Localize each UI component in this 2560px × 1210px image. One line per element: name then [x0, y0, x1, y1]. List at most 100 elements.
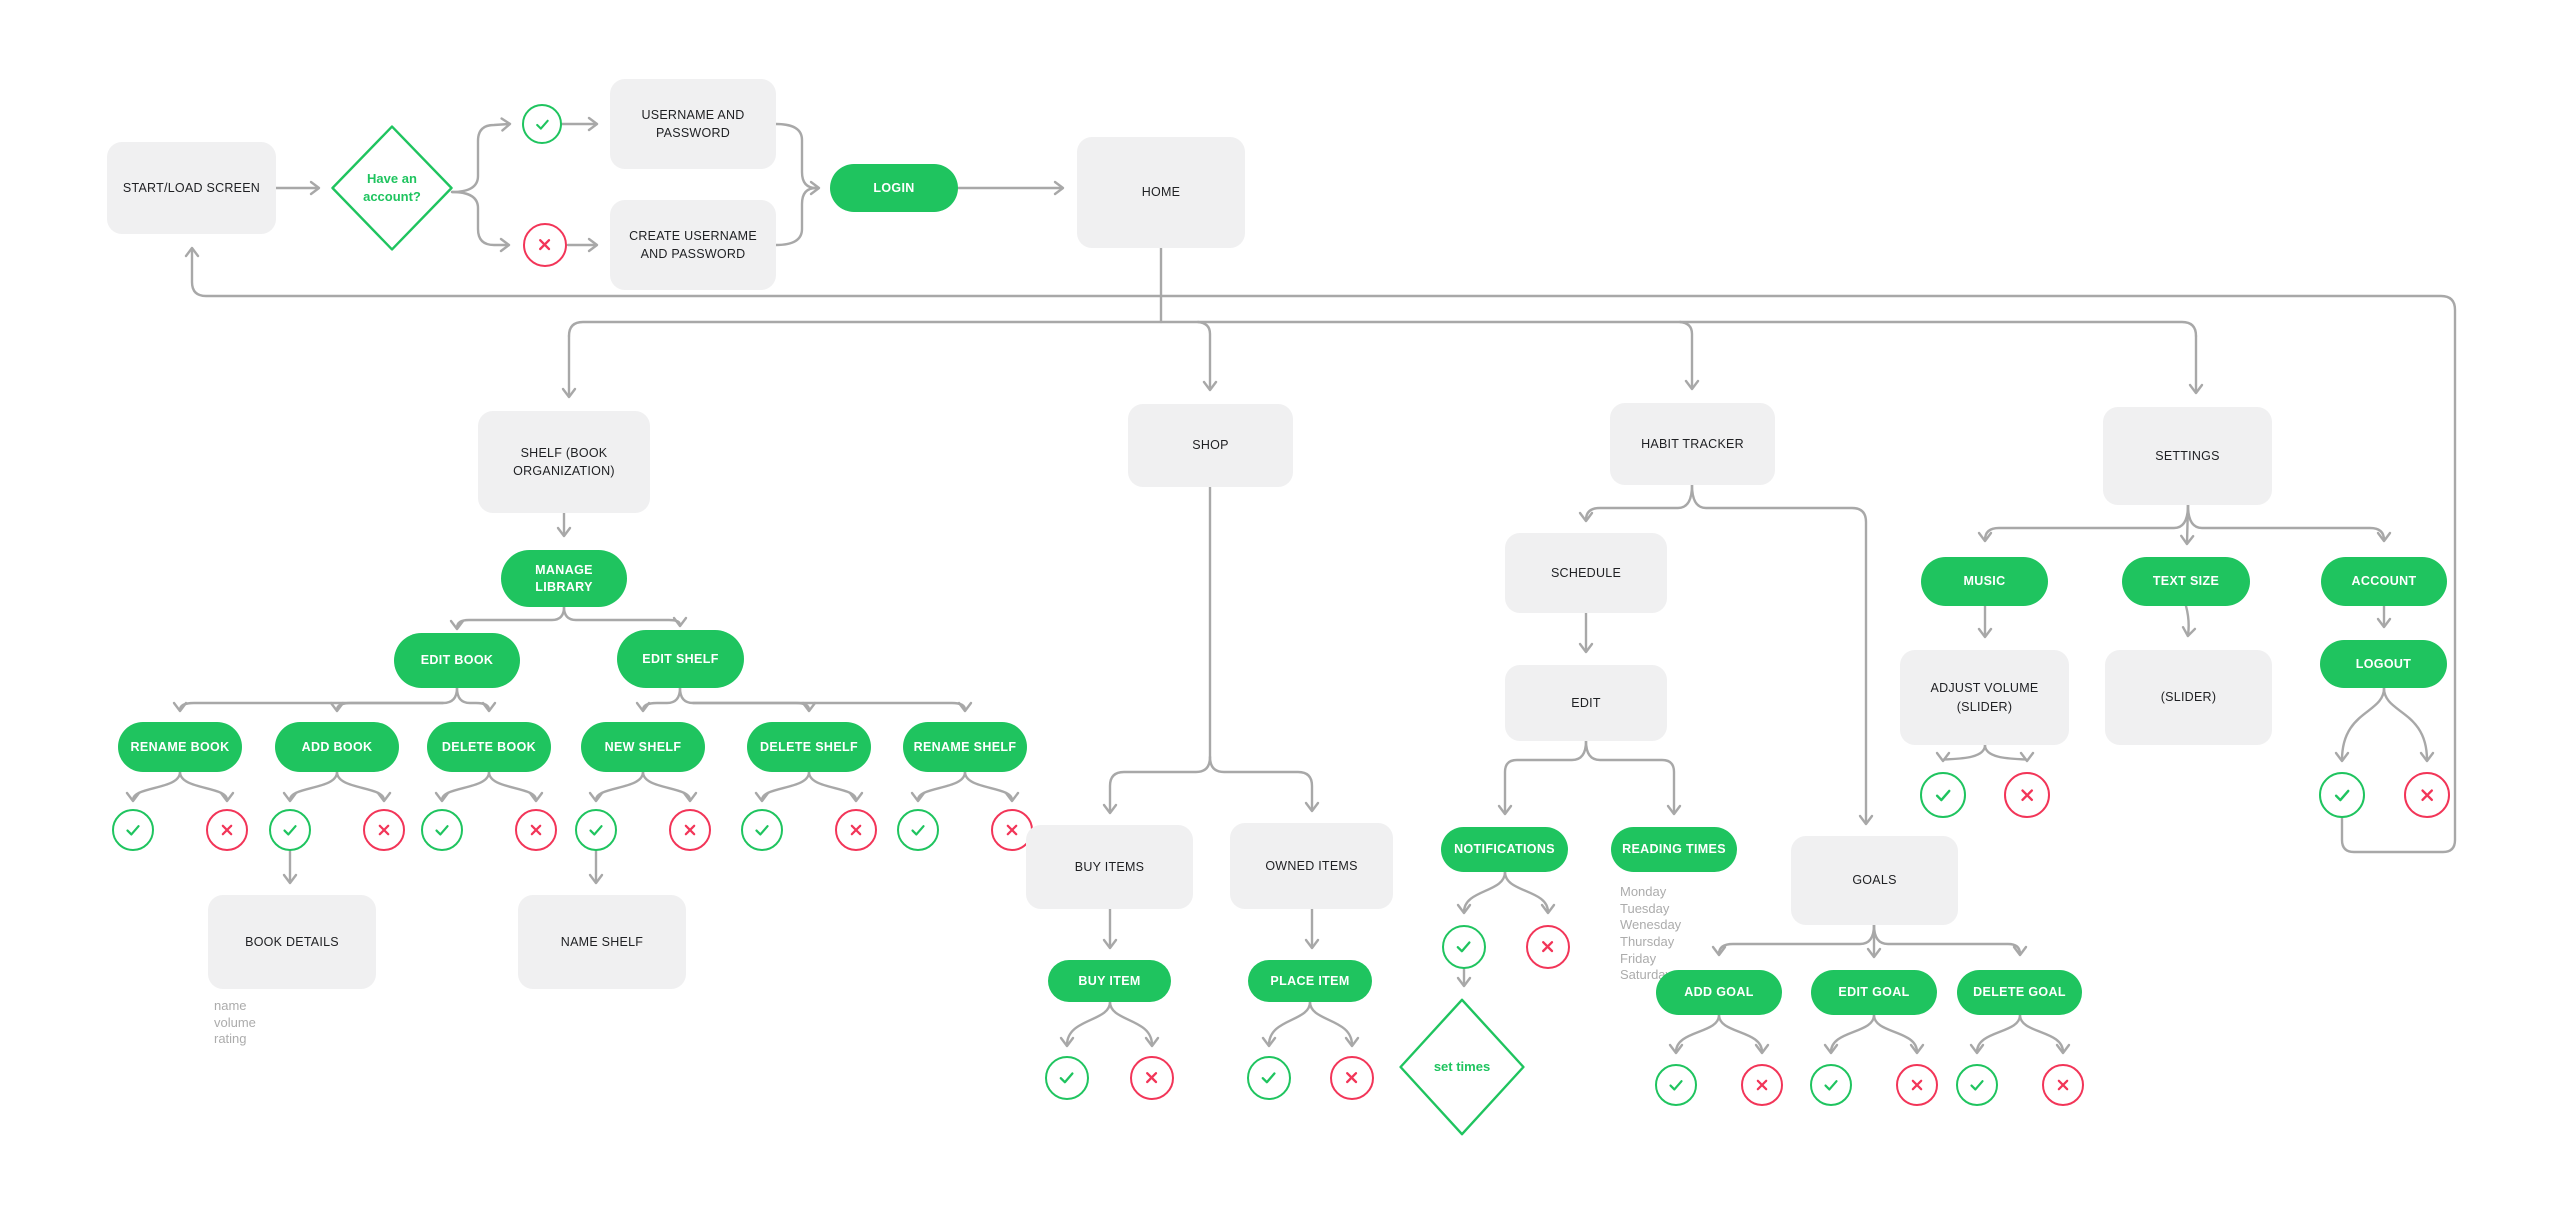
name-shelf-label: NAME SHELF [560, 934, 644, 949]
set-times-decision-label: set times [1433, 1059, 1491, 1075]
book-details[interactable]: BOOK DETAILS [208, 895, 376, 989]
new-shelf-yes-icon[interactable] [575, 809, 617, 851]
rename-book-label: RENAME BOOK [130, 739, 230, 754]
delete-shelf-no-icon[interactable] [835, 809, 877, 851]
schedule-label: SCHEDULE [1550, 565, 1622, 580]
book-details-fields-label: name volume rating [214, 998, 256, 1047]
rename-book-no-icon[interactable] [206, 809, 248, 851]
text-size[interactable]: TEXT SIZE [2122, 557, 2250, 606]
shelf[interactable]: SHELF (BOOK ORGANIZATION) [478, 411, 650, 513]
notifications-label: NOTIFICATIONS [1454, 842, 1555, 857]
add-book-yes-icon[interactable] [269, 809, 311, 851]
home[interactable]: HOME [1077, 137, 1245, 248]
buy-items[interactable]: BUY ITEMS [1026, 825, 1193, 909]
logout-yes-icon[interactable] [2319, 772, 2365, 818]
notifications[interactable]: NOTIFICATIONS [1441, 827, 1568, 872]
rename-shelf-yes-icon[interactable] [897, 809, 939, 851]
notifications-no-icon[interactable] [1526, 925, 1570, 969]
shelf-label: SHELF (BOOK ORGANIZATION) [513, 445, 615, 478]
add-goal-label: ADD GOAL [1684, 985, 1754, 1000]
edit-shelf-label: EDIT SHELF [642, 651, 719, 666]
add-goal-yes-icon[interactable] [1655, 1064, 1697, 1106]
username-password[interactable]: USERNAME AND PASSWORD [610, 79, 776, 169]
new-shelf[interactable]: NEW SHELF [581, 722, 705, 772]
habit-tracker[interactable]: HABIT TRACKER [1610, 403, 1775, 485]
login-label: LOGIN [873, 180, 915, 195]
goals-label: GOALS [1852, 873, 1897, 888]
start-load-screen[interactable]: START/LOAD SCREEN [107, 142, 276, 234]
edit-shelf[interactable]: EDIT SHELF [617, 630, 744, 688]
adjust-volume-yes-icon[interactable] [1920, 772, 1966, 818]
edit-label: EDIT [1571, 695, 1601, 710]
delete-book-no-icon[interactable] [515, 809, 557, 851]
settings[interactable]: SETTINGS [2103, 407, 2272, 505]
edit-goal-label: EDIT GOAL [1838, 985, 1910, 1000]
music-label: MUSIC [1963, 574, 2006, 589]
delete-shelf[interactable]: DELETE SHELF [747, 722, 871, 772]
schedule[interactable]: SCHEDULE [1505, 533, 1667, 613]
have-account-no-icon[interactable] [523, 223, 567, 267]
music[interactable]: MUSIC [1921, 557, 2048, 606]
add-book[interactable]: ADD BOOK [275, 722, 399, 772]
delete-shelf-label: DELETE SHELF [760, 739, 858, 754]
new-shelf-no-icon[interactable] [669, 809, 711, 851]
edit[interactable]: EDIT [1505, 665, 1667, 741]
account[interactable]: ACCOUNT [2321, 557, 2447, 606]
account-label: ACCOUNT [2351, 574, 2417, 589]
add-book-label: ADD BOOK [301, 739, 373, 754]
place-item-yes-icon[interactable] [1247, 1056, 1291, 1100]
manage-library-label: MANAGE LIBRARY [535, 563, 593, 594]
rename-shelf-label: RENAME SHELF [913, 739, 1017, 754]
text-size-slider[interactable]: (SLIDER) [2105, 650, 2272, 745]
shop[interactable]: SHOP [1128, 404, 1293, 487]
delete-book[interactable]: DELETE BOOK [427, 722, 551, 772]
delete-book-yes-icon[interactable] [421, 809, 463, 851]
home-label: HOME [1141, 185, 1181, 200]
adjust-volume[interactable]: ADJUST VOLUME (SLIDER) [1900, 650, 2069, 745]
delete-shelf-yes-icon[interactable] [741, 809, 783, 851]
delete-book-label: DELETE BOOK [441, 739, 537, 754]
buy-item[interactable]: BUY ITEM [1048, 960, 1171, 1002]
edit-goal[interactable]: EDIT GOAL [1811, 970, 1937, 1015]
edit-goal-no-icon[interactable] [1896, 1064, 1938, 1106]
reading-times[interactable]: READING TIMES [1611, 827, 1737, 872]
rename-book-yes-icon[interactable] [112, 809, 154, 851]
logout-label: LOGOUT [2355, 656, 2412, 671]
add-goal[interactable]: ADD GOAL [1656, 970, 1782, 1015]
buy-item-no-icon[interactable] [1130, 1056, 1174, 1100]
book-details-label: BOOK DETAILS [245, 934, 339, 949]
delete-goal[interactable]: DELETE GOAL [1957, 970, 2082, 1015]
text-size-label: TEXT SIZE [2152, 574, 2220, 589]
goals[interactable]: GOALS [1791, 836, 1958, 925]
delete-goal-no-icon[interactable] [2042, 1064, 2084, 1106]
edit-book[interactable]: EDIT BOOK [394, 633, 520, 688]
notifications-yes-icon[interactable] [1442, 925, 1486, 969]
manage-library[interactable]: MANAGE LIBRARY [501, 550, 627, 607]
delete-goal-label: DELETE GOAL [1973, 985, 2066, 1000]
place-item[interactable]: PLACE ITEM [1248, 960, 1372, 1002]
logout[interactable]: LOGOUT [2320, 640, 2447, 688]
owned-items[interactable]: OWNED ITEMS [1230, 823, 1393, 909]
start-load-screen-label: START/LOAD SCREEN [122, 180, 261, 195]
login[interactable]: LOGIN [830, 164, 958, 212]
reading-times-label: READING TIMES [1622, 842, 1726, 857]
owned-items-label: OWNED ITEMS [1265, 858, 1358, 873]
logout-no-icon[interactable] [2404, 772, 2450, 818]
delete-goal-yes-icon[interactable] [1956, 1064, 1998, 1106]
have-account-decision[interactable]: Have an account? [330, 124, 454, 252]
set-times-decision[interactable]: set times [1398, 997, 1526, 1137]
add-book-no-icon[interactable] [363, 809, 405, 851]
adjust-volume-no-icon[interactable] [2004, 772, 2050, 818]
add-goal-no-icon[interactable] [1741, 1064, 1783, 1106]
create-username-password[interactable]: CREATE USERNAME AND PASSWORD [610, 200, 776, 290]
edit-goal-yes-icon[interactable] [1810, 1064, 1852, 1106]
have-account-decision-label: Have an account? [363, 171, 421, 204]
rename-shelf[interactable]: RENAME SHELF [903, 722, 1027, 772]
buy-item-yes-icon[interactable] [1045, 1056, 1089, 1100]
rename-book[interactable]: RENAME BOOK [118, 722, 242, 772]
place-item-no-icon[interactable] [1330, 1056, 1374, 1100]
text-size-slider-label: (SLIDER) [2160, 690, 2217, 705]
name-shelf[interactable]: NAME SHELF [518, 895, 686, 989]
have-account-yes-icon[interactable] [522, 104, 562, 144]
